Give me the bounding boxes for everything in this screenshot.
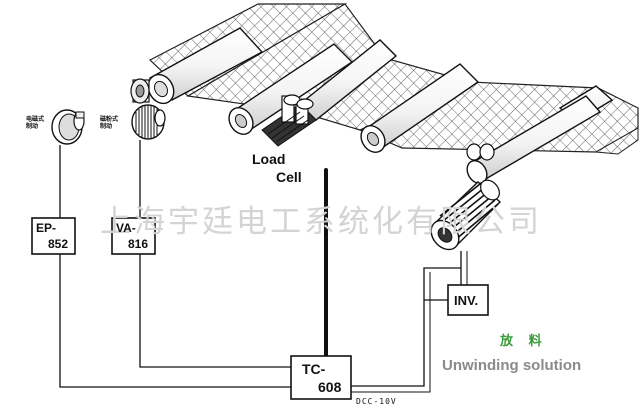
roller-4: [360, 63, 480, 153]
unwind-reel: [430, 179, 502, 251]
roller-1: [147, 27, 264, 105]
electromagnetic-brake-label-line2: 制动: [26, 124, 39, 131]
va-816-label-line1: VA-: [116, 221, 136, 235]
magnetic-powder-brake-label: 磁粉式 制动: [100, 117, 118, 131]
caption-chinese: 放 料: [500, 333, 548, 348]
inv-box-frame: [447, 284, 489, 316]
electromagnetic-brake: [51, 109, 85, 145]
brake-unit-1: [130, 78, 150, 104]
va-816-label-line2: 816: [128, 237, 149, 251]
electromagnetic-brake-label: 电磁式 制动: [26, 117, 44, 131]
magnetic-powder-brake-label-line2: 制动: [100, 124, 113, 131]
guide-roller-bearings: [466, 143, 495, 161]
dcc-10v-label: DCC-10V: [356, 397, 397, 406]
wiring: [59, 140, 468, 393]
ep-852-box-frame: [31, 217, 76, 255]
tc-608-box-frame: [290, 355, 352, 400]
load-cell-label-line2: Cell: [276, 169, 302, 185]
magnetic-powder-brake: [131, 104, 166, 140]
tc-608-label-line2: 608: [318, 379, 342, 395]
va-816-box-frame: [111, 217, 156, 255]
ep-852-label-line2: 852: [48, 237, 69, 251]
caption-english: Unwinding solution: [442, 357, 582, 374]
ep-852-label-line1: EP-: [36, 221, 57, 235]
load-cell-label-line1: Load: [252, 151, 286, 167]
magnetic-powder-brake-label-line1: 磁粉式: [100, 117, 119, 123]
watermark-text: 上海宇廷电工系统化有限公司: [100, 204, 542, 240]
unwind-guide-roller: [466, 95, 602, 185]
load-cell-icon: [261, 94, 317, 147]
inv-label: INV.: [454, 293, 479, 308]
electromagnetic-brake-label-line1: 电磁式: [26, 117, 45, 123]
tc-608-label-line1: TC-: [302, 361, 326, 377]
